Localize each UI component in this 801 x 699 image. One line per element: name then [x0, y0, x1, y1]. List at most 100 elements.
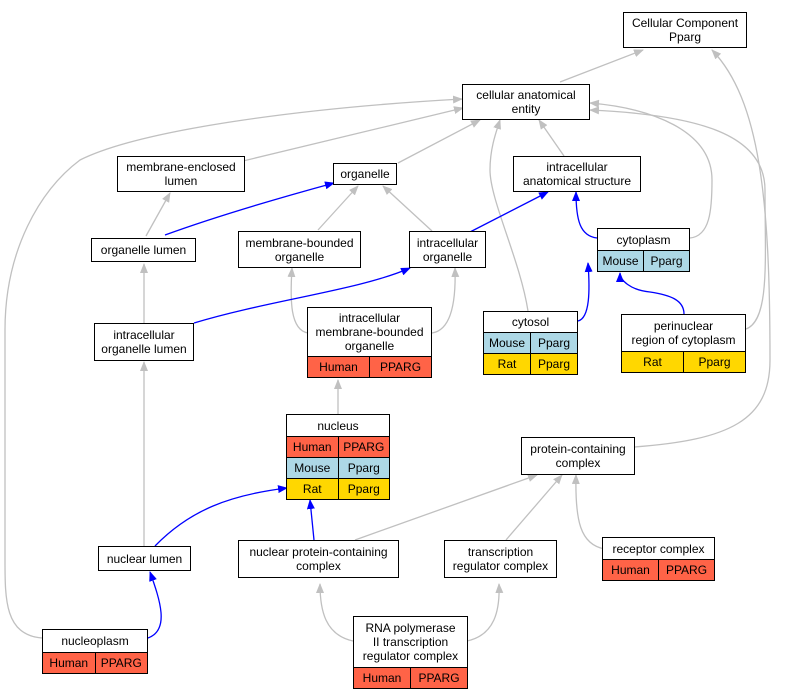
- node-label-line: organelle: [340, 167, 390, 181]
- gene-cell: PPARG: [369, 357, 431, 377]
- node-nuclear-lumen[interactable]: nuclear lumen: [98, 546, 191, 571]
- edge-npcc-to-pcc: [354, 474, 538, 541]
- edge-trc-to-pcc: [505, 474, 563, 541]
- edge-iol-partof-io: [193, 267, 411, 324]
- edge-io-partof-ias: [469, 191, 549, 233]
- gene-cell: PPARG: [410, 668, 467, 688]
- species-cell: Rat: [484, 354, 530, 374]
- edge-imbo-to-io: [431, 267, 460, 334]
- node-label-line: nuclear lumen: [106, 551, 183, 566]
- node-label: cytosol: [484, 312, 577, 332]
- node-label-line: complex: [296, 559, 341, 573]
- node-label-line: intracellular: [416, 235, 479, 250]
- node-label-line: II transcription: [372, 635, 449, 649]
- node-label-line: membrane-bounded: [245, 235, 354, 250]
- node-label-line: nuclear protein-containing: [249, 545, 388, 559]
- gene-cell: Pparg: [683, 352, 745, 372]
- node-label: nuclear lumen: [99, 547, 190, 570]
- gene-cell: Pparg: [337, 458, 389, 478]
- node-label-line: complex: [555, 456, 601, 470]
- node-label-line: protein-containing: [530, 442, 626, 456]
- gene-cell: PPARG: [337, 437, 389, 457]
- node-label-line: transcription: [467, 545, 534, 559]
- node-label-line: cytoplasm: [616, 232, 671, 247]
- node-label: nucleoplasm: [43, 630, 147, 652]
- node-label-line: organelle lumen: [100, 243, 187, 257]
- gene-cell: Pparg: [530, 354, 577, 374]
- node-label-line: cytosol: [511, 315, 550, 329]
- edge-cae-to-cc: [559, 49, 644, 83]
- node-organelle-lumen[interactable]: organelle lumen: [91, 238, 196, 262]
- species-cell: Human: [354, 668, 410, 688]
- node-label-line: membrane-bounded: [315, 325, 424, 339]
- node-label-line: cellular anatomical: [476, 88, 576, 102]
- edge-nucleoplasm-partof-nl: [147, 571, 162, 639]
- node-organelle[interactable]: organelle: [333, 163, 397, 185]
- gene-cell: Pparg: [337, 479, 389, 499]
- node-label-line: organelle: [344, 339, 395, 353]
- edge-pcc-to-cc: [633, 49, 771, 448]
- species-cell: Human: [308, 357, 369, 377]
- edge-ol-partof-organelle: [164, 181, 335, 236]
- gene-cell: PPARG: [94, 653, 147, 673]
- node-label: receptor complex: [603, 538, 714, 559]
- edge-cytosol-partof-cytoplasm: [577, 262, 593, 322]
- node-label-line: organelle: [274, 249, 325, 264]
- edge-nl-partof-nucleus: [154, 485, 288, 547]
- node-label: organelle: [334, 164, 396, 184]
- node-label-line: regulator complex: [452, 559, 549, 573]
- edge-mel-to-cae: [242, 106, 464, 162]
- edge-cytosol-to-cae: [489, 119, 529, 312]
- species-cell: Human: [603, 560, 658, 580]
- node-label-line: organelle lumen: [101, 342, 187, 356]
- node-label-line: region of cytoplasm: [631, 333, 736, 347]
- node-label-line: lumen: [164, 174, 198, 188]
- species-cell: Mouse: [484, 333, 530, 353]
- node-label-line: membrane-enclosed: [126, 160, 236, 174]
- edge-io-to-organelle: [382, 185, 433, 232]
- node-label-line: intracellular: [113, 328, 175, 342]
- node-label-line: intracellular: [338, 311, 401, 325]
- node-label: cytoplasm: [598, 229, 689, 250]
- node-label-line: anatomical structure: [522, 174, 632, 188]
- gene-cell: Pparg: [643, 251, 689, 271]
- node-label: organelle lumen: [92, 239, 195, 261]
- species-cell: Human: [287, 437, 338, 457]
- gene-cell: Pparg: [530, 333, 577, 353]
- node-label-line: Pparg: [668, 30, 702, 44]
- edge-imbo-to-mbo: [287, 267, 309, 334]
